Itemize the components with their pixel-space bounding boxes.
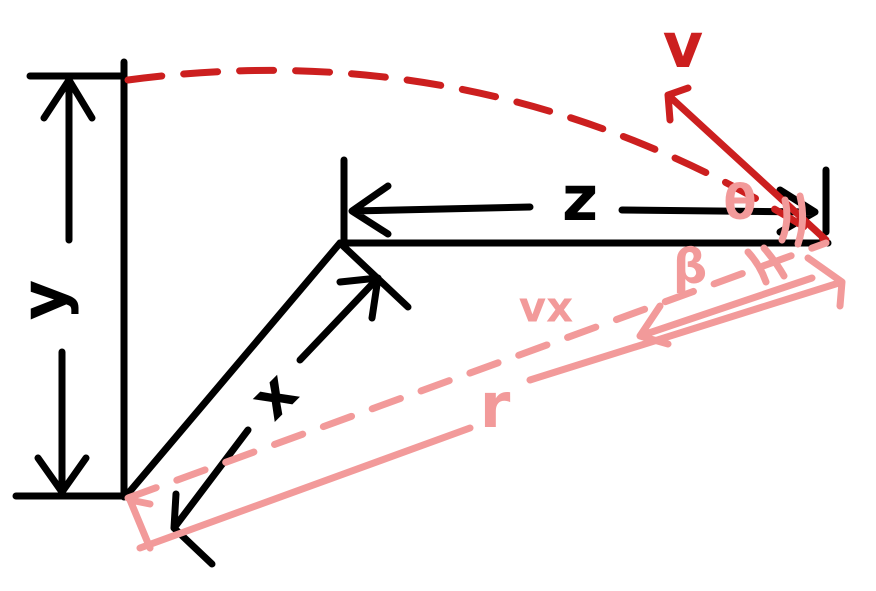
y-label: y [7,280,80,320]
r-dimension-arrow-lower [126,424,474,552]
beta-angle-arc [744,244,788,286]
z-label: z [562,162,598,235]
y-dimension-arrow-top [40,76,96,244]
r-label: r [480,369,511,442]
beta-label: β [673,239,707,295]
x-dimension-arrow-top [296,274,382,364]
z-dimension-arrow-left [348,182,534,238]
y-dimension-arrow-bottom [34,348,90,496]
vx-label: vx [519,283,573,332]
x-label: x [236,358,311,433]
v-label: v [663,9,703,82]
r-dashed-line [124,239,830,502]
x-dimension-arrow-bottom [170,426,252,568]
theta-label: θ [724,175,757,231]
vx-component-arrow [636,274,816,348]
theta-angle-arc [778,192,807,248]
r-dimension-arrow-upper [526,254,846,384]
diagonal-x-line [122,239,344,500]
trajectory-arc [124,66,829,244]
